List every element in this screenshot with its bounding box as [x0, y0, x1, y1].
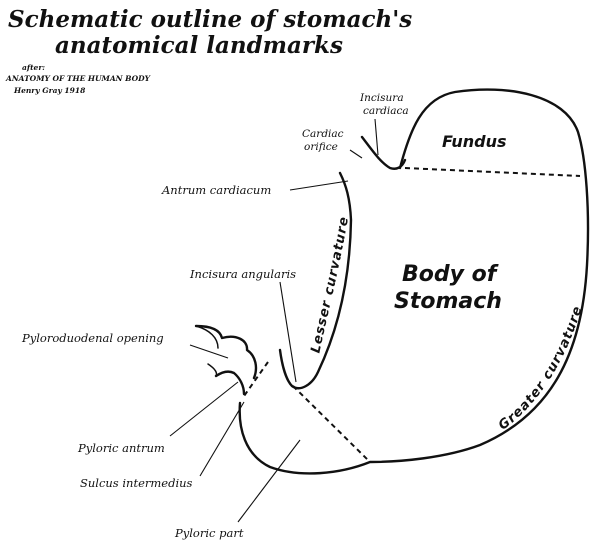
label-greater-curvature: Greater curvature	[496, 304, 586, 434]
fundus-boundary-line	[404, 167, 581, 177]
label-pyloric-part: Pyloric part	[174, 526, 244, 540]
label-incisura-cardiaca-1: Incisura	[359, 92, 404, 104]
label-pyloroduodenal-opening: Pyloroduodenal opening	[21, 331, 164, 345]
leader-cardiac-orifice	[349, 149, 363, 159]
duodenum-stub	[195, 325, 219, 377]
angular-line	[292, 385, 371, 463]
label-cardiac-orifice-1: Cardiac	[302, 128, 344, 140]
label-cardiac-orifice-2: orifice	[304, 141, 338, 153]
label-pyloric-antrum: Pyloric antrum	[77, 441, 165, 455]
label-fundus: Fundus	[442, 132, 507, 151]
title-line-2: anatomical landmarks	[55, 32, 343, 59]
incisura-cardiaca-notch	[360, 135, 407, 170]
leader-pyloric-part	[237, 439, 301, 523]
lesser-curvature-wall	[278, 171, 353, 390]
leader-incisura-angularis	[279, 281, 297, 383]
leader-pyloric-antrum	[169, 381, 239, 437]
label-body-1: Body of	[402, 262, 499, 287]
label-incisura-cardiaca-2: cardiaca	[363, 105, 409, 117]
sulcus-line	[243, 361, 269, 397]
greater-curvature-path-text: Greater curvature	[496, 304, 585, 434]
label-incisura-angularis: Incisura angularis	[189, 267, 296, 281]
label-sulcus-intermedius: Sulcus intermedius	[80, 476, 193, 490]
leader-sulcus-intermedius	[199, 401, 245, 477]
label-antrum-cardiacum: Antrum cardiacum	[161, 183, 271, 197]
stomach-outline	[238, 88, 590, 475]
leader-incisura-cardiaca	[374, 118, 379, 156]
label-body-2: Stomach	[394, 289, 502, 314]
leader-pyloroduodenal	[189, 344, 229, 359]
credit-after: after:	[22, 63, 45, 72]
credit-author: Henry Gray 1918	[13, 86, 86, 95]
title-line-1: Schematic outline of stomach's	[8, 6, 412, 33]
pylorus-outline	[194, 324, 258, 396]
leader-antrum-cardiacum	[289, 180, 349, 191]
credit-book: ANATOMY OF THE HUMAN BODY	[5, 74, 151, 83]
